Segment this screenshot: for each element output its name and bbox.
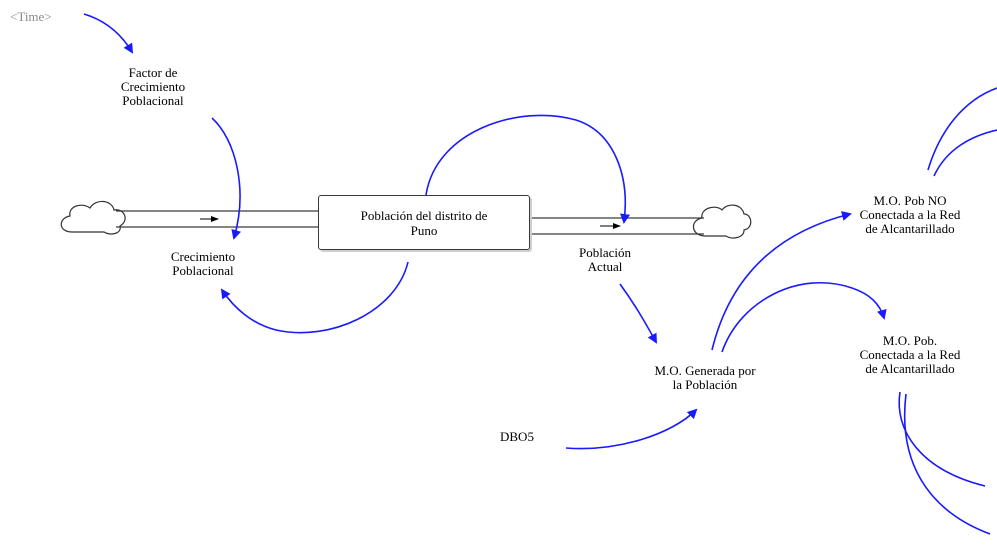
link-current-population-to-om-generated: [619, 283, 657, 344]
dbo5-variable[interactable]: DBO5: [500, 429, 534, 444]
time-shadow-variable[interactable]: <Time>: [10, 9, 52, 24]
outflow-pipe: [530, 217, 704, 235]
current-population-variable[interactable]: Población Actual: [579, 245, 631, 274]
population-stock[interactable]: Población del distrito de Puno: [318, 195, 530, 250]
population-growth-flow[interactable]: Crecimiento Poblacional: [170, 249, 236, 278]
link-time-to-factor: [83, 13, 134, 54]
inflow-pipe: [116, 210, 318, 228]
link-connected-out-2: [903, 393, 991, 535]
causal-links: [83, 13, 997, 535]
link-not-connected-out-1: [927, 87, 997, 171]
sink-cloud-icon: [692, 204, 752, 239]
growth-factor-variable[interactable]: Factor de Crecimiento Poblacional: [120, 65, 186, 108]
source-cloud-icon: [60, 200, 126, 235]
link-factor-to-growth: [211, 117, 242, 240]
link-om-generated-to-connected: [721, 281, 887, 353]
om-generated-variable[interactable]: M.O. Generada por la Población: [654, 363, 756, 392]
link-connected-out-1: [898, 391, 986, 487]
link-not-connected-out-2: [933, 129, 997, 177]
link-stock-to-growth: [220, 261, 409, 334]
link-dbo5-to-om-generated: [565, 408, 698, 450]
om-connected-variable[interactable]: M.O. Pob. Conectada a la Red de Alcantar…: [859, 333, 961, 376]
link-om-generated-to-not-connected: [711, 211, 852, 351]
om-not-connected-variable[interactable]: M.O. Pob NO Conectada a la Red de Alcant…: [859, 193, 961, 236]
link-stock-to-current-population: [425, 114, 630, 224]
